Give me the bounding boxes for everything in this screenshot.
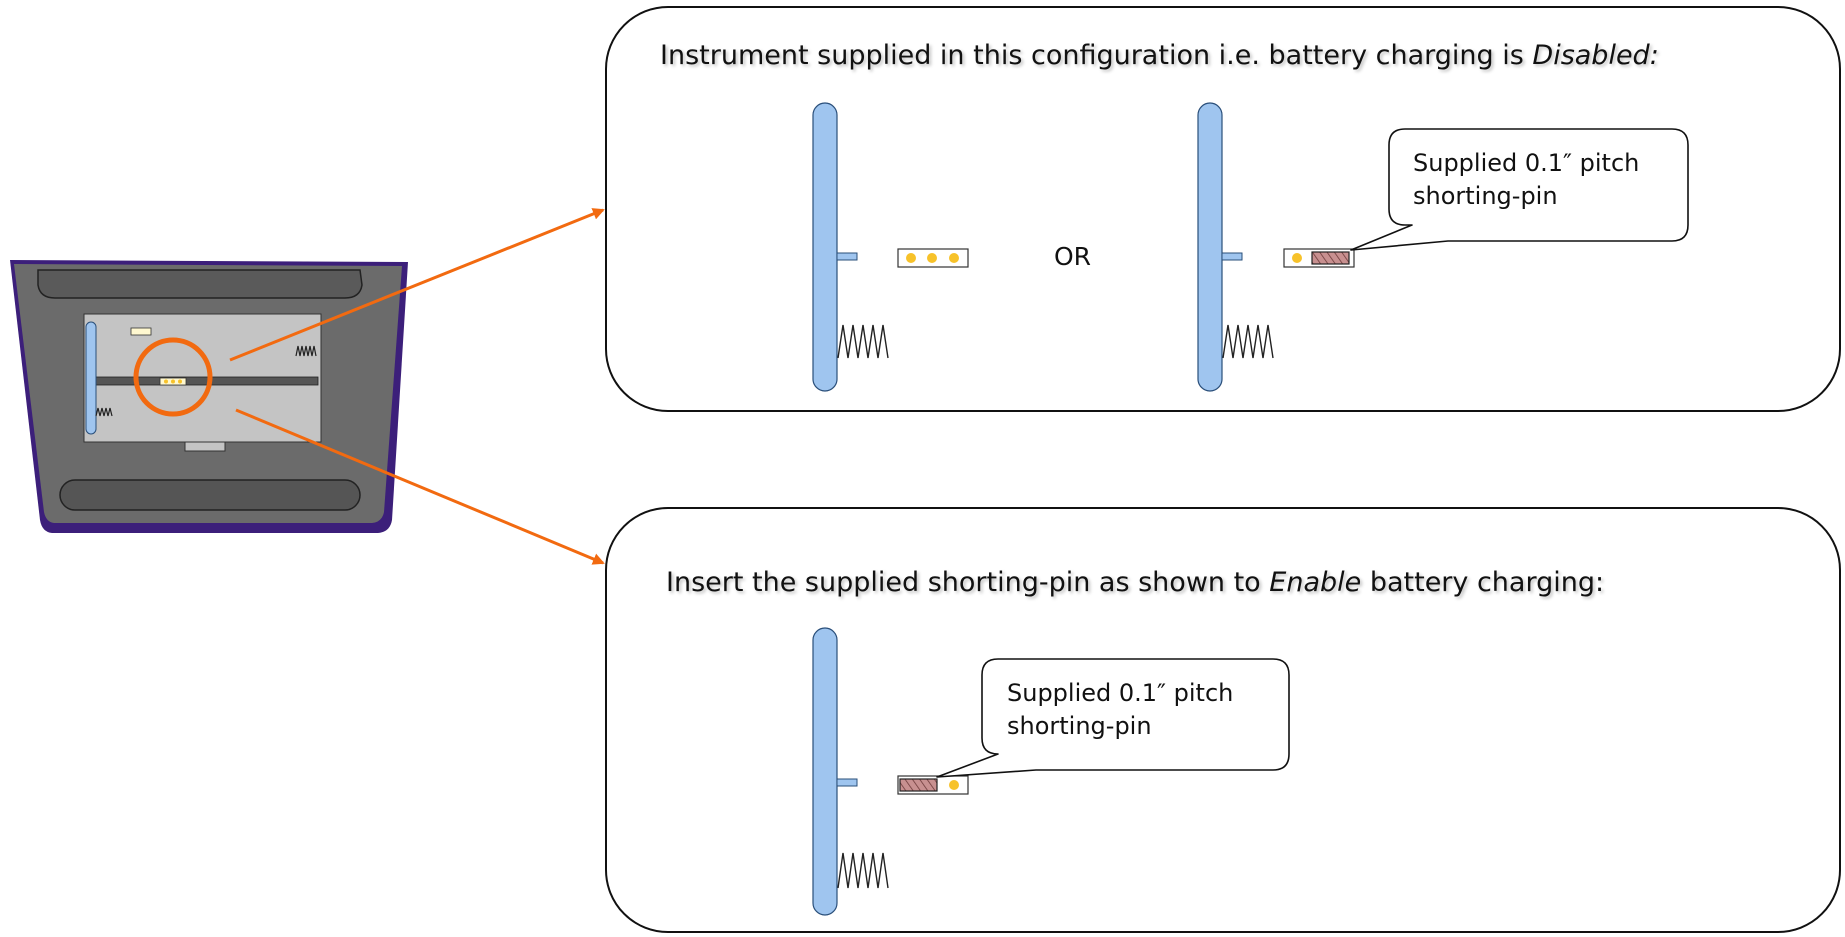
enable-emphasis: Enable [1269,567,1362,598]
contact-stub [836,778,858,787]
panel-disabled-title-text: Instrument supplied in this configuratio… [660,40,1533,71]
callout-text-disabled: Supplied 0.1″ pitch shorting-pin [1413,149,1640,210]
device-top-recess [37,269,363,299]
assembly-enabled [812,627,969,916]
device-bottom-slot [59,479,361,511]
mini-contact-plate [85,321,97,435]
mini-pin-dot [171,379,175,384]
callout-bubble [1350,128,1689,251]
shorting-pin [899,778,938,792]
header-pin-dot [1292,253,1302,263]
callout-bubble [936,658,1290,778]
mini-spring-icon [95,407,113,417]
contact-stub [836,252,858,261]
disabled-emphasis: Disabled: [1532,40,1659,71]
or-label: OR [1054,242,1092,271]
header-pin-dot [949,253,959,263]
device-battery-compartment [10,260,408,533]
spring-icon [837,852,889,889]
mini-spring-icon [295,345,317,357]
arrow-to-disabled-panel [229,208,605,362]
header-pin-dot [906,253,916,263]
panel-disabled-frame [605,6,1841,412]
mini-jumper-block [130,327,152,336]
battery-contact-plate [812,102,838,392]
spring-icon [1222,324,1274,359]
panel-enable-title: Insert the supplied shorting-pin as show… [666,567,1604,598]
shorting-pin [1311,251,1350,265]
contact-stub [1221,252,1243,261]
spring-icon [837,324,889,359]
callout-text-enable: Supplied 0.1″ pitch shorting-pin [1007,679,1234,740]
mini-pin-dot [164,379,168,384]
assembly-disabled-with-pin [1197,102,1355,392]
header-pin-dot [927,253,937,263]
assembly-disabled-three-pin [812,102,969,392]
battery-contact-plate [1197,102,1223,392]
panel-disabled-title: Instrument supplied in this configuratio… [660,40,1659,71]
battery-contact-plate [812,627,838,916]
header-pin-dot [949,780,959,790]
mini-pin-dot [178,379,182,384]
panel-enable-title-suffix: battery charging: [1361,567,1605,598]
highlight-circle [133,337,213,417]
compartment-tab [184,441,226,452]
arrow-to-enable-panel [235,408,605,565]
panel-enable-title-prefix: Insert the supplied shorting-pin as show… [666,567,1270,598]
